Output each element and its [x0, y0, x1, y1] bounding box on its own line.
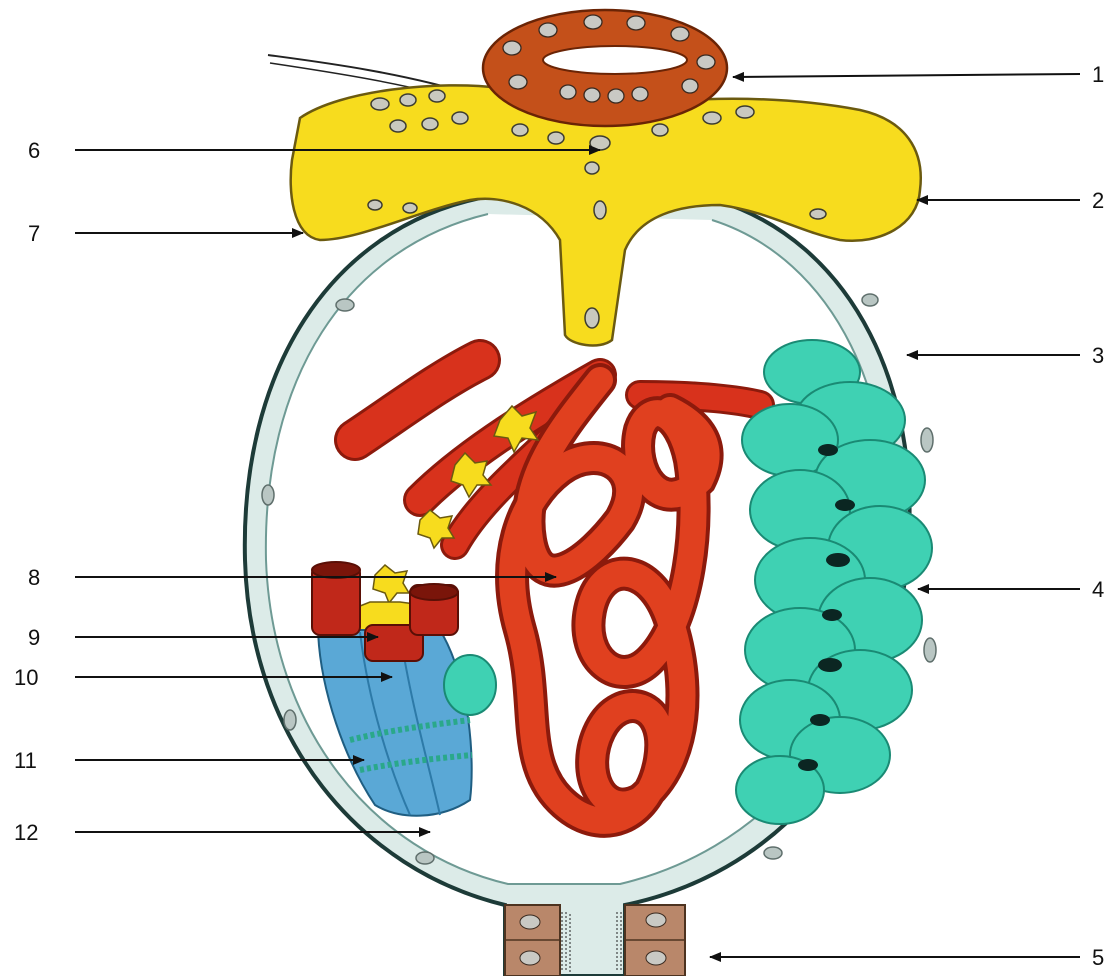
callout-4: 4 [1092, 577, 1104, 602]
teal-lobules [736, 340, 932, 824]
callout-1: 1 [1092, 62, 1104, 87]
callout-10: 10 [14, 665, 38, 690]
callout-7: 7 [28, 221, 40, 246]
callout-8: 8 [28, 565, 40, 590]
callout-2: 2 [1092, 188, 1104, 213]
callout-5: 5 [1092, 945, 1104, 970]
callout-3: 3 [1092, 343, 1104, 368]
leader-1 [733, 74, 1080, 77]
callout-11: 11 [14, 748, 37, 773]
callout-12: 12 [14, 820, 38, 845]
orange-ring-lumen [543, 46, 687, 74]
callout-9: 9 [28, 625, 40, 650]
callout-6: 6 [28, 138, 40, 163]
